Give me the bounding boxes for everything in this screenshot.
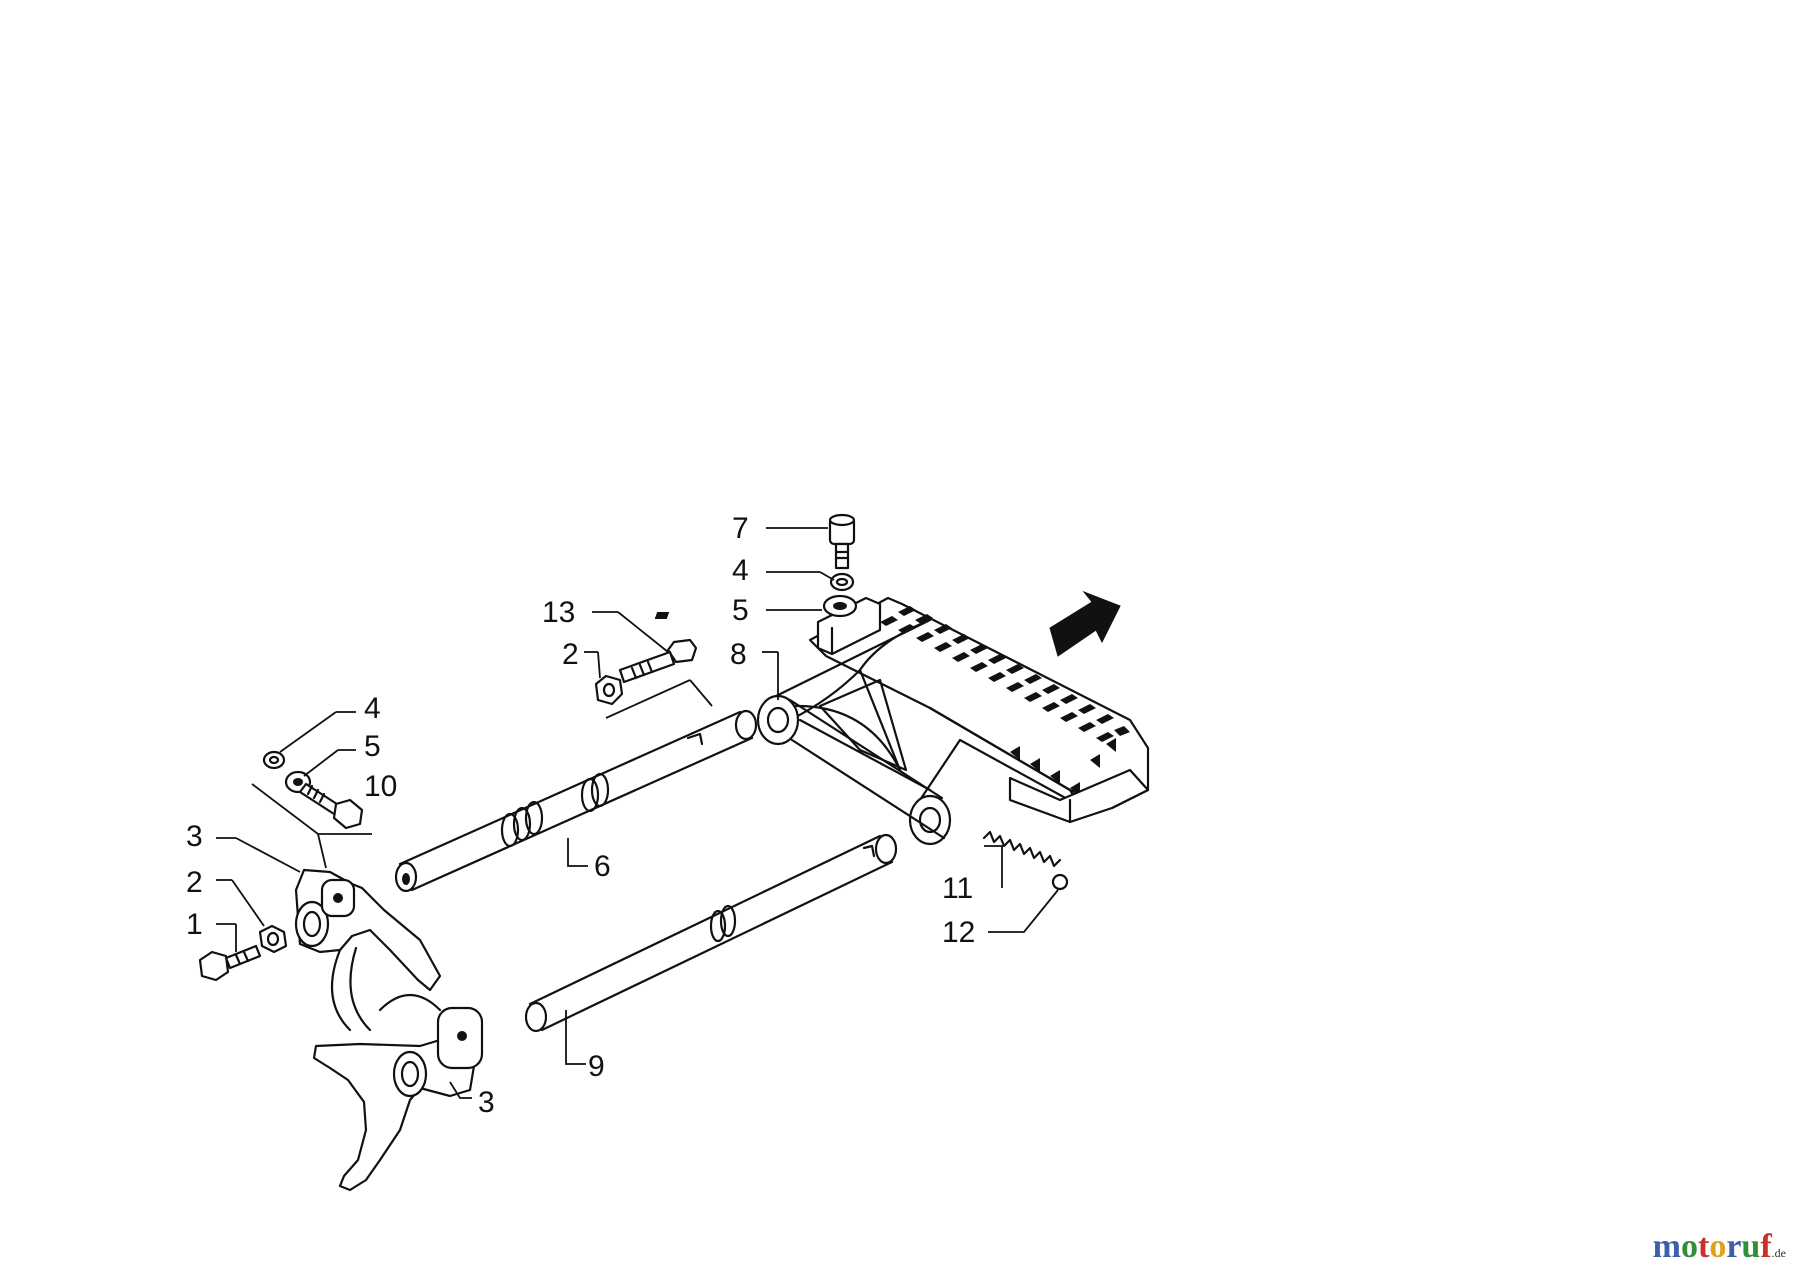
callout-4: 4: [364, 692, 381, 725]
bolt-7: [828, 513, 856, 570]
shift-frame-bracket: [654, 596, 1150, 846]
lock-washer-4-top: [829, 572, 855, 592]
callout-9: 9: [588, 1050, 605, 1083]
watermark-letter: o: [1709, 1228, 1727, 1265]
ball-12: [1051, 873, 1069, 891]
callout-5: 5: [364, 730, 381, 763]
callout-2: 2: [562, 638, 579, 671]
callout-5: 5: [732, 594, 749, 627]
motoruf-watermark-logo: motoruf.de: [1653, 1228, 1786, 1266]
callout-6: 6: [594, 850, 611, 883]
bolt-1: [198, 944, 262, 982]
callout-11: 11: [942, 872, 973, 905]
watermark-letter: f: [1760, 1228, 1772, 1265]
lock-washer-4-left: [262, 750, 286, 770]
callout-12: 12: [942, 916, 975, 949]
shift-rod-6: [394, 709, 758, 893]
washer-5-top: [822, 594, 858, 618]
leader-lines: [216, 527, 1059, 1099]
callout-10: 10: [364, 770, 397, 803]
grid-holes: [654, 612, 670, 619]
shift-fork-3-upper: [294, 868, 442, 1032]
bolt-13: [618, 638, 698, 684]
callout-numbers: 7 4 5 13 2 8 4 5 10 3 2 1 6 11 12 9 3: [186, 512, 975, 1119]
spring-11: [982, 830, 1062, 868]
callout-8: 8: [730, 638, 747, 671]
callout-13: 13: [542, 596, 575, 629]
bolt-10: [298, 782, 364, 830]
shift-fork-3-lower: [312, 994, 484, 1192]
watermark-letter: u: [1741, 1228, 1761, 1265]
watermark-suffix: .de: [1771, 1246, 1786, 1260]
direction-arrow-icon: [1049, 590, 1121, 657]
callout-3: 3: [478, 1086, 495, 1119]
shift-rod-9: [524, 833, 898, 1033]
watermark-letter: m: [1652, 1228, 1681, 1265]
callout-4: 4: [732, 554, 749, 587]
watermark-letter: r: [1726, 1228, 1742, 1265]
nut-2-lower: [258, 924, 288, 954]
callout-2: 2: [186, 866, 203, 899]
callout-1: 1: [186, 908, 203, 941]
nut-2-upper: [594, 674, 624, 706]
callout-3: 3: [186, 820, 203, 853]
watermark-letter: t: [1698, 1228, 1710, 1265]
watermark-letter: o: [1681, 1228, 1698, 1265]
callout-7: 7: [732, 512, 749, 545]
